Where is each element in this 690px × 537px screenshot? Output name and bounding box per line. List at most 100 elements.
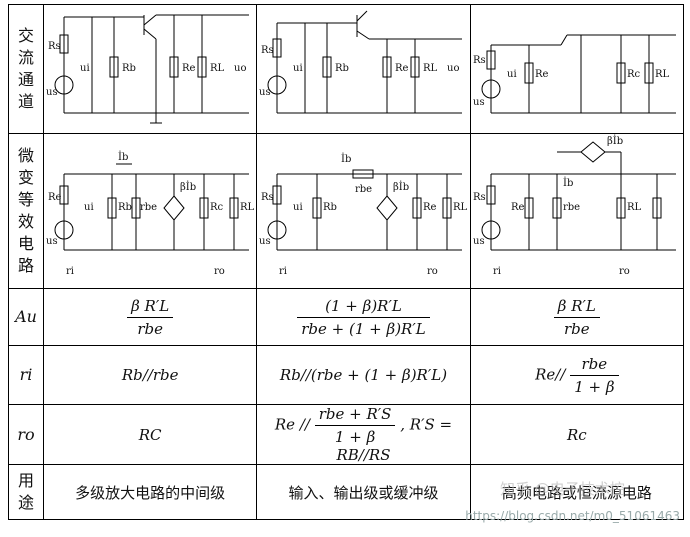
label-char: 道	[17, 92, 34, 111]
cc-au-numerator: (1 + β)R′L	[297, 297, 430, 318]
cc-ri: Rb//(rbe + (1 + β)R′L)	[256, 345, 471, 405]
row-ac-circuit: 交 流 通 道	[8, 4, 685, 134]
cb-au-denominator: rbe	[563, 319, 590, 338]
row-label-use: 用 途	[8, 464, 44, 520]
row-output-resistance: ro RC Re // rbe + R′S 1 + β , R′S = RB//…	[8, 404, 685, 465]
rl-label: RL	[210, 63, 225, 74]
cc-use: 输入、输出级或缓冲级	[256, 464, 471, 520]
cc-equivalent-circuit: Rs us ui Rb rbe İb βİb Re RL ri ro	[256, 133, 471, 289]
ce-ro: RC	[42, 404, 258, 465]
ce-au-denominator: rbe	[137, 319, 163, 338]
cc-au: (1 + β)R′L rbe + (1 + β)R′L	[256, 288, 471, 346]
row-application: 用 途 多级放大电路的中间级 输入、输出级或缓冲级 高频电路或恒流源电路	[8, 464, 685, 520]
ce-au-numerator: β R′L	[127, 297, 174, 318]
us-label: us	[473, 236, 485, 247]
rb-label: Rb	[323, 202, 337, 213]
cc-ro-prefix: Re //	[274, 415, 310, 434]
us-label: us	[259, 236, 271, 247]
re-label: Re	[511, 202, 525, 213]
label-char: 变	[17, 168, 34, 187]
rl-label: RL	[627, 202, 642, 213]
cc-ro-denominator: 1 + β	[334, 428, 376, 446]
cc-au-denominator: rbe + (1 + β)R′L	[301, 319, 426, 338]
label-char: 通	[17, 70, 34, 89]
cc-ro: Re // rbe + R′S 1 + β , R′S = RB//RS	[256, 404, 471, 465]
comparison-table: 交 流 通 道	[8, 4, 685, 520]
rl-label: RL	[655, 69, 670, 80]
cc-ro-numerator: rbe + R′S	[314, 405, 396, 426]
cc-ro-fraction: rbe + R′S 1 + β	[314, 405, 396, 446]
rs-label: Rs	[473, 192, 486, 203]
label-char: 微	[17, 146, 34, 165]
ui-label: ui	[293, 63, 303, 74]
cb-ri-numerator: rbe	[570, 355, 619, 376]
ce-ri: Rb//rbe	[42, 345, 258, 405]
beta-ib-label: βİb	[393, 181, 409, 193]
cc-au-fraction: (1 + β)R′L rbe + (1 + β)R′L	[297, 297, 430, 338]
uo-label: uo	[234, 63, 246, 74]
cb-ri-fraction: rbe 1 + β	[570, 355, 619, 396]
us-label: us	[46, 236, 58, 247]
us-label: us	[259, 87, 271, 98]
row-voltage-gain: Au β R′L rbe (1 + β)R′L rbe + (1 + β)R′L…	[8, 288, 685, 346]
cc-ro-suffix: , R′S = RB//RS	[336, 415, 453, 465]
re-label: Re	[535, 69, 549, 80]
cb-ac-circuit-diagram: Rs us ui Re Rc RL	[473, 34, 676, 114]
ce-ac-circuit-diagram: Rs us ui Rb Re RL uo	[46, 14, 250, 124]
re-label: Re	[182, 63, 196, 74]
ro-label: ro	[214, 266, 225, 277]
ui-label: ui	[84, 202, 94, 213]
ib-label: İb	[341, 153, 351, 165]
rl-label: RL	[240, 202, 255, 213]
cb-ro: Rc	[469, 404, 685, 465]
rs-label: Rs	[261, 45, 274, 56]
beta-ib-label: βİb	[180, 181, 196, 193]
label-char: 流	[17, 48, 34, 67]
cc-ac-circuit-diagram: Rs us ui Rb Re RL uo	[259, 10, 463, 114]
rs-label: Rs	[261, 192, 274, 203]
label-char: 电	[17, 234, 34, 253]
rc-label: Rc	[210, 202, 224, 213]
rl-label: RL	[453, 202, 468, 213]
ce-ac-circuit: Rs us ui Rb Re RL uo	[42, 4, 258, 134]
rs-label: Rs	[473, 55, 486, 66]
ib-label: İb	[118, 151, 128, 163]
ce-equivalent-diagram: Re us ui Rb rbe İb βİb Rc RL ri ro	[46, 151, 255, 277]
re-label: Re	[395, 63, 409, 74]
beta-ib-label: βİb	[607, 135, 623, 147]
rbe-label: rbe	[140, 202, 157, 213]
rs-label: Re	[48, 192, 62, 203]
ro-label: ro	[619, 266, 630, 277]
cb-ri: Re// rbe 1 + β	[469, 345, 685, 405]
rb-label: Rb	[335, 63, 349, 74]
uo-label: uo	[447, 63, 459, 74]
cc-equivalent-diagram: Rs us ui Rb rbe İb βİb Re RL ri ro	[259, 153, 468, 277]
label-char: 等	[17, 190, 34, 209]
row-label-au: Au	[8, 288, 44, 346]
url-watermark: https://blog.csdn.net/m0_51061463	[465, 509, 680, 523]
row-label-equivalent: 微 变 等 效 电 路	[8, 133, 44, 289]
ui-label: ui	[80, 63, 90, 74]
us-label: us	[46, 87, 58, 98]
label-char: 途	[17, 493, 34, 512]
us-label: us	[473, 97, 485, 108]
cb-ac-circuit: Rs us ui Re Rc RL	[469, 4, 685, 134]
rb-label: Rb	[118, 202, 132, 213]
row-label-ro: ro	[8, 404, 44, 465]
zhihu-watermark: 知乎 @电子技术控	[500, 480, 625, 498]
ib-label: İb	[563, 177, 573, 189]
ri-label: ri	[493, 266, 501, 277]
rc-label: Rc	[627, 69, 641, 80]
ce-use: 多级放大电路的中间级	[42, 464, 258, 520]
rl-label: RL	[423, 63, 438, 74]
cb-au-fraction: β R′L rbe	[553, 297, 600, 338]
row-label-ri: ri	[8, 345, 44, 405]
label-char: 效	[17, 212, 34, 231]
ri-label: ri	[279, 266, 287, 277]
ce-au-fraction: β R′L rbe	[127, 297, 174, 338]
cb-equivalent-circuit: Rs us Re rbe İb βİb RL ri ro	[469, 133, 685, 289]
ui-label: ui	[507, 69, 517, 80]
label-char: 交	[17, 26, 34, 45]
cb-au-numerator: β R′L	[553, 297, 600, 318]
rb-label: Rb	[122, 63, 136, 74]
